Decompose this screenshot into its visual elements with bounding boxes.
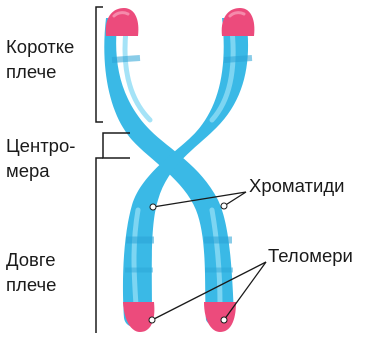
chromatid-marker-right xyxy=(221,203,227,209)
chromosome xyxy=(104,8,254,332)
telomere-marker-right xyxy=(221,317,227,323)
short-arm-label-line2: плече xyxy=(6,61,56,82)
telomeres-label: Теломери xyxy=(268,245,353,266)
short-arm-bracket xyxy=(96,7,103,122)
long-arm-label-line2: плече xyxy=(6,274,56,295)
chromatid-band xyxy=(224,58,252,60)
chromatid-band xyxy=(112,58,140,60)
telomere-bottom-left xyxy=(123,302,154,332)
centromere-label-line1: Центро- xyxy=(6,135,75,156)
long-arm-bracket xyxy=(96,158,103,333)
chromatid-marker-left xyxy=(150,204,156,210)
centromere-label-line2: мера xyxy=(6,160,50,181)
short-arm-label-line1: Коротке xyxy=(6,36,74,57)
chromatids-label: Хроматиди xyxy=(249,175,344,196)
centromere-bracket xyxy=(103,133,130,158)
telomere-bottom-right xyxy=(204,302,236,332)
telomere-marker-left xyxy=(149,317,155,323)
long-arm-label-line1: Довге xyxy=(6,249,55,270)
